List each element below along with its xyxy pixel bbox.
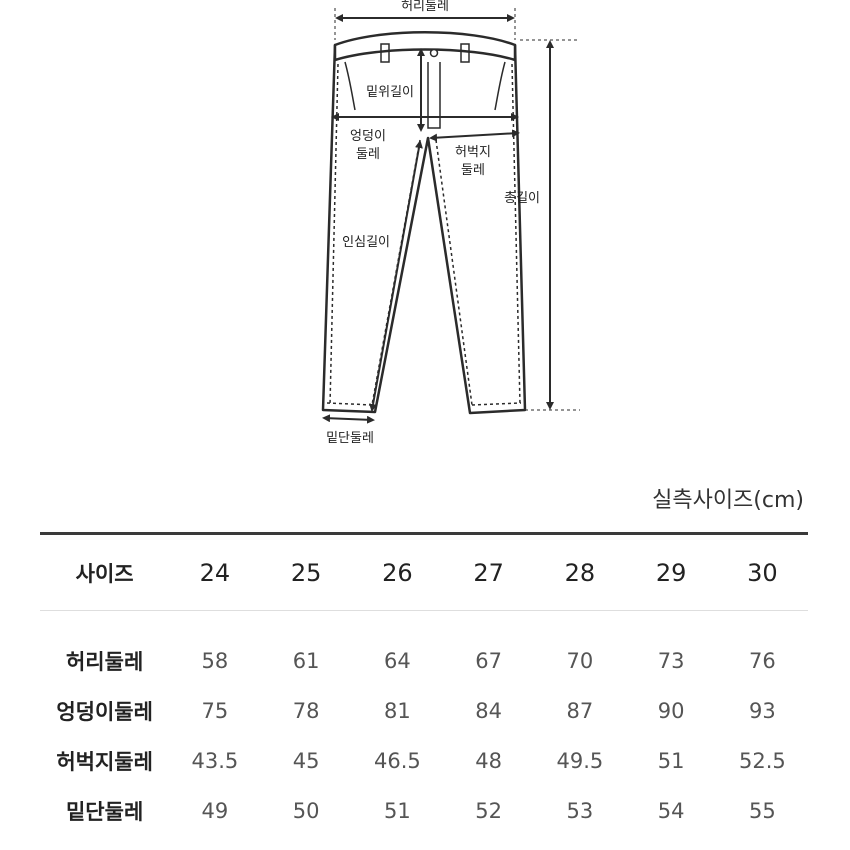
table-row: 밑단둘레 49 50 51 52 53 54 55 (40, 786, 808, 836)
label-inseam: 인심길이 (342, 235, 390, 250)
table-cell: 76 (749, 649, 776, 673)
table-cell: 51 (657, 749, 685, 773)
pants-measurement-diagram: 허리둘레 밑위길이 엉덩이 둘레 허벅지 둘레 총길이 인심길이 밑단둘레 (321, 0, 580, 446)
table-row: 허리둘레 58 61 64 67 70 73 76 (40, 636, 808, 686)
table-cell: 58 (201, 649, 229, 673)
unit-label: 실측사이즈(cm) (652, 488, 804, 513)
table-cell: 51 (384, 799, 411, 823)
measurement-arrows (322, 8, 580, 424)
table-cell: 49.5 (556, 749, 604, 773)
size-header: 26 (382, 558, 413, 587)
table-cell: 45 (292, 749, 320, 773)
row-label: 허벅지둘레 (56, 750, 153, 774)
table-cell: 87 (566, 699, 594, 723)
table-cell: 70 (566, 649, 594, 673)
table-cell: 49 (201, 799, 229, 823)
label-total-length: 총길이 (504, 191, 540, 206)
row-label: 허리둘레 (65, 650, 144, 674)
label-hip-2: 둘레 (356, 147, 380, 162)
size-header: 28 (564, 558, 596, 587)
label-rise: 밑위길이 (366, 85, 414, 100)
table-header-divider (40, 610, 808, 611)
label-waist: 허리둘레 (401, 0, 449, 14)
size-table: 사이즈 24 25 26 27 28 29 30 허리둘레 58 61 64 6… (40, 535, 808, 836)
table-cell: 55 (749, 799, 776, 823)
row-label: 밑단둘레 (65, 800, 144, 824)
table-cell: 84 (475, 699, 502, 723)
pants-outline (321, 31, 527, 415)
label-thigh-1: 허벅지 (455, 145, 491, 160)
table-cell: 78 (292, 699, 320, 723)
table-top-rule (40, 532, 808, 535)
measurement-labels: 허리둘레 밑위길이 엉덩이 둘레 허벅지 둘레 총길이 인심길이 밑단둘레 (326, 0, 540, 446)
table-row: 엉덩이둘레 75 78 81 84 87 90 93 (40, 686, 808, 736)
table-row: 허벅지둘레 43.5 45 46.5 48 49.5 51 52.5 (40, 736, 808, 786)
table-cell: 50 (292, 799, 320, 823)
table-cell: 67 (475, 649, 502, 673)
table-cell: 48 (475, 749, 502, 773)
size-header: 27 (473, 558, 504, 587)
table-cell: 54 (657, 799, 685, 823)
label-hem: 밑단둘레 (326, 431, 374, 446)
size-header: 29 (655, 558, 687, 587)
table-cell: 64 (384, 649, 411, 673)
size-header: 25 (290, 558, 322, 587)
table-cell: 52.5 (739, 749, 786, 773)
table-header-row: 사이즈 24 25 26 27 28 29 30 (40, 535, 808, 610)
table-cell: 90 (657, 699, 685, 723)
row-label: 엉덩이둘레 (56, 700, 153, 724)
table-cell: 81 (384, 699, 411, 723)
table-cell: 73 (657, 649, 685, 673)
size-header: 30 (747, 558, 778, 587)
header-label: 사이즈 (75, 561, 134, 586)
size-header: 24 (199, 558, 231, 587)
table-cell: 61 (292, 649, 320, 673)
label-thigh-2: 둘레 (461, 163, 485, 178)
table-cell: 46.5 (374, 749, 421, 773)
table-cell: 52 (475, 799, 502, 823)
table-cell: 75 (201, 699, 229, 723)
table-cell: 43.5 (191, 749, 239, 773)
table-cell: 93 (749, 699, 776, 723)
waist-button-icon (429, 48, 439, 58)
table-cell: 53 (566, 799, 594, 823)
label-hip-1: 엉덩이 (350, 129, 386, 144)
